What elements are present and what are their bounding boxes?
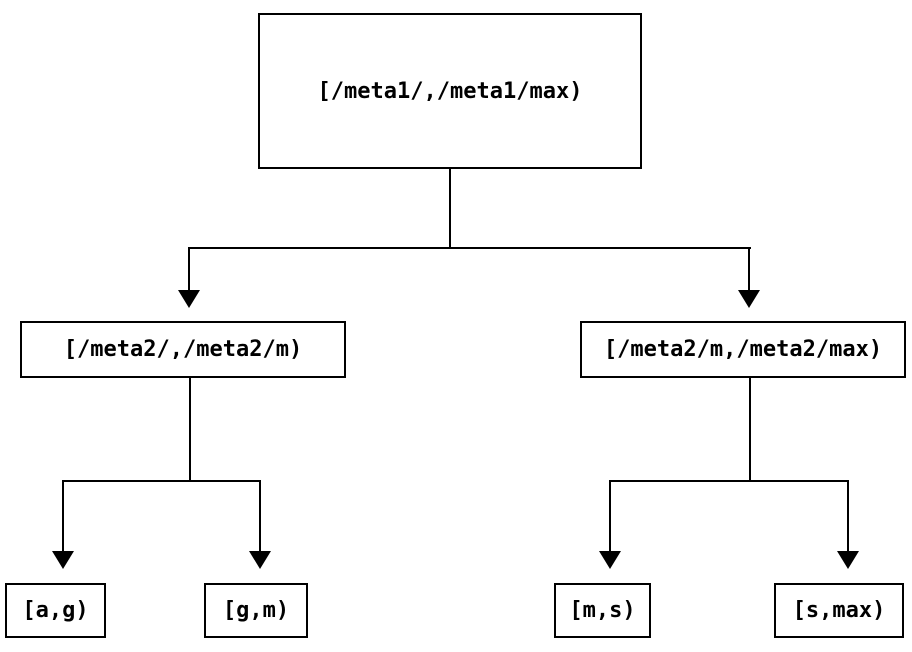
arrowhead-down-icon: [738, 290, 760, 308]
arrowhead-down-icon: [52, 551, 74, 569]
connector-leaf-gm-drop: [259, 482, 261, 552]
connector-leaf-smax-drop: [847, 482, 849, 552]
node-leaf-smax: [s,max): [774, 583, 904, 638]
node-root-range: [/meta1/,/meta1/max): [258, 13, 642, 169]
connector-right-subtree-stem: [749, 378, 751, 481]
node-leaf-gm: [g,m): [204, 583, 308, 638]
node-leaf-ag: [a,g): [5, 583, 106, 638]
arrowhead-down-icon: [837, 551, 859, 569]
node-left-subrange: [/meta2/,/meta2/m): [20, 321, 346, 378]
connector-leaf-ag-drop: [62, 482, 64, 552]
arrowhead-down-icon: [178, 290, 200, 308]
connector-right-subtree-bar: [609, 480, 849, 482]
node-right-subrange: [/meta2/m,/meta2/max): [580, 321, 906, 378]
arrowhead-down-icon: [249, 551, 271, 569]
connector-level1-right-drop: [748, 249, 750, 291]
connector-left-subtree-stem: [189, 378, 191, 481]
connector-leaf-ms-drop: [609, 482, 611, 552]
arrowhead-down-icon: [599, 551, 621, 569]
node-leaf-ms: [m,s): [554, 583, 651, 638]
connector-root-stem: [449, 169, 451, 248]
connector-left-subtree-bar: [62, 480, 261, 482]
connector-level1-left-drop: [188, 249, 190, 291]
connector-level1-bar: [188, 247, 751, 249]
